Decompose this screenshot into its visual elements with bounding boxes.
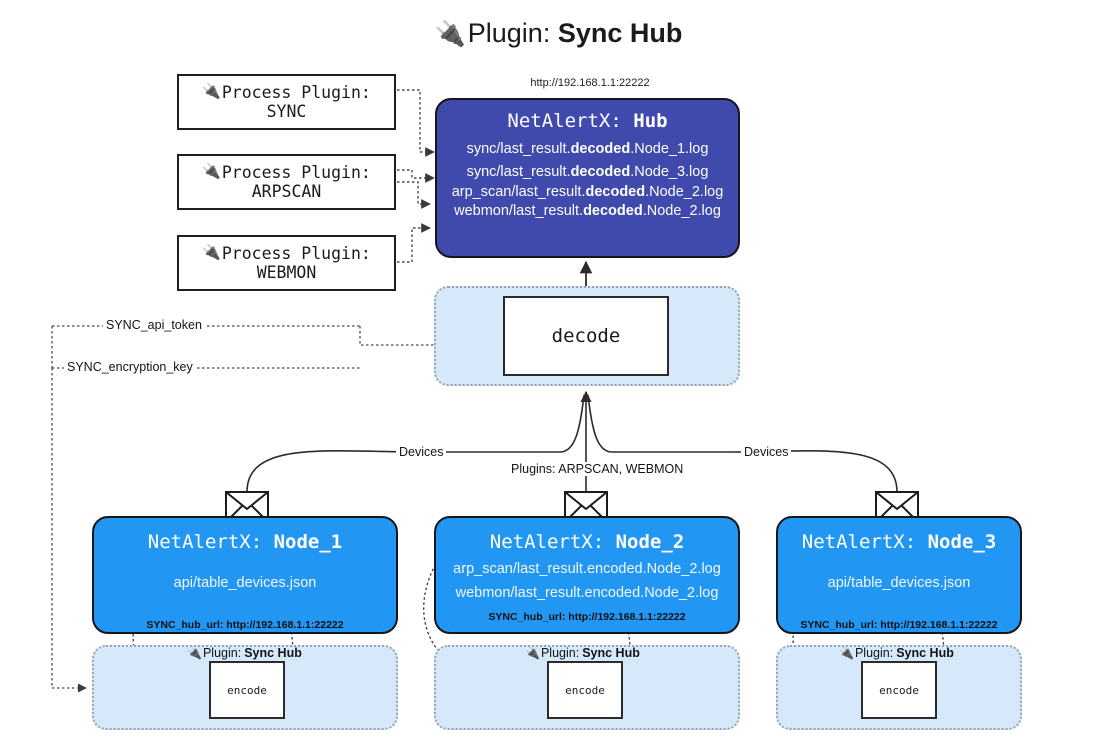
node-box-node-2[interactable]: NetAlertX: Node_2 arp_scan/last_result.e… (434, 516, 740, 634)
node-box-node-3[interactable]: NetAlertX: Node_3 api/table_devices.json… (776, 516, 1022, 634)
secret-label-api-token: SYNC_api_token (103, 318, 205, 332)
plugin-label-node-2: 🔌Plugin: Sync Hub (525, 646, 640, 660)
hub-log-pre: arp_scan/last_result. (451, 184, 586, 200)
plugin-label-name: Sync Hub (896, 646, 954, 660)
plug-icon: 🔌 (434, 20, 466, 48)
process-plugin-webmon[interactable]: 🔌Process Plugin: WEBMON (177, 235, 396, 291)
plug-icon: 🔌 (202, 82, 221, 101)
encode-box-node-2[interactable]: encode (547, 661, 623, 719)
hub-log-bold: decoded (570, 141, 631, 157)
node-title-name: Node_1 (273, 531, 343, 553)
node-artifact-line: api/table_devices.json (827, 575, 971, 591)
hub-log-post: .Node_1.log (630, 141, 709, 157)
edge-label-plugins: Plugins: ARPSCAN, WEBMON (508, 462, 687, 476)
node-title: NetAlertX: Node_3 (802, 531, 996, 553)
page-title: 🔌Plugin: Sync Hub (0, 18, 1117, 49)
page-title-name: Sync Hub (557, 18, 683, 48)
node-title-name: Node_3 (927, 531, 997, 553)
hub-log-bold: decoded (570, 163, 631, 180)
node-artifact-line: api/table_devices.json (173, 575, 317, 591)
node-artifact-line: webmon/last_result.encoded.Node_2.log (455, 585, 719, 601)
process-plugin-arpscan[interactable]: 🔌Process Plugin: ARPSCAN (177, 154, 396, 210)
process-plugin-header: 🔌Process Plugin: (202, 244, 371, 263)
hub-url-label: http://192.168.1.1:22222 (530, 77, 650, 89)
node-box-node-1[interactable]: NetAlertX: Node_1 api/table_devices.json… (92, 516, 398, 634)
edge-label-devices-right: Devices (741, 445, 792, 459)
hub-title-prefix: NetAlertX: (507, 110, 622, 132)
hub-log-post: .Node_3.log (630, 163, 709, 180)
process-plugin-name: WEBMON (256, 263, 317, 282)
hub-log-post: .Node_2.log (645, 184, 724, 200)
process-plugin-label: Process Plugin: (221, 243, 371, 263)
hub-log-line-2: sync/last_result.decoded.Node_3.log (466, 163, 709, 180)
node-hub-url: SYNC_hub_url: http://192.168.1.1:22222 (146, 619, 344, 631)
secret-label-encryption-key: SYNC_encryption_key (64, 360, 196, 374)
plugin-label-name: Sync Hub (244, 646, 302, 660)
decode-box[interactable]: decode (503, 296, 669, 376)
page-title-prefix: Plugin: (467, 18, 551, 48)
process-plugin-sync[interactable]: 🔌Process Plugin: SYNC (177, 74, 396, 130)
edge-label-devices-left: Devices (396, 445, 447, 459)
hub-node[interactable]: NetAlertX: Hub sync/last_result.decoded.… (435, 98, 740, 258)
plug-icon: 🔌 (187, 646, 202, 660)
hub-log-post: .Node_2.log (642, 202, 721, 219)
hub-log-bold: decoded (583, 202, 643, 219)
encode-box-node-1[interactable]: encode (209, 661, 285, 719)
plugin-label-prefix: Plugin: (540, 646, 580, 660)
node-title-prefix: NetAlertX: (147, 531, 263, 553)
node-title-prefix: NetAlertX: (801, 531, 917, 553)
plug-icon: 🔌 (525, 646, 540, 660)
process-plugin-label: Process Plugin: (221, 162, 371, 182)
plugin-label-prefix: Plugin: (202, 646, 242, 660)
hub-log-line-4: webmon/last_result.decoded.Node_2.log (454, 202, 721, 219)
hub-log-line-1: sync/last_result.decoded.Node_1.log (467, 142, 709, 157)
process-plugin-label: Process Plugin: (221, 82, 371, 102)
plugin-label-name: Sync Hub (582, 646, 640, 660)
process-plugin-name: ARPSCAN (251, 182, 322, 201)
plug-icon: 🔌 (839, 646, 854, 660)
process-plugin-header: 🔌Process Plugin: (202, 83, 371, 102)
node-hub-url: SYNC_hub_url: http://192.168.1.1:22222 (800, 619, 998, 631)
hub-log-pre: webmon/last_result. (454, 202, 584, 219)
plugin-label-node-1: 🔌Plugin: Sync Hub (187, 646, 302, 660)
hub-log-bold: decoded (585, 184, 646, 200)
hub-log-pre: sync/last_result. (466, 163, 571, 180)
hub-title: NetAlertX: Hub (507, 110, 667, 132)
node-hub-url: SYNC_hub_url: http://192.168.1.1:22222 (488, 611, 686, 623)
node-artifact-line: arp_scan/last_result.encoded.Node_2.log (453, 561, 721, 577)
hub-title-name: Hub (633, 110, 668, 132)
node-title-prefix: NetAlertX: (489, 531, 605, 553)
node-title-name: Node_2 (615, 531, 685, 553)
node-title: NetAlertX: Node_2 (490, 531, 684, 553)
plug-icon: 🔌 (202, 162, 221, 181)
plugin-label-node-3: 🔌Plugin: Sync Hub (839, 646, 954, 660)
hub-log-line-3: arp_scan/last_result.decoded.Node_2.log (452, 185, 724, 200)
process-plugin-name: SYNC (266, 102, 307, 121)
plugin-label-prefix: Plugin: (854, 646, 894, 660)
encode-box-node-3[interactable]: encode (861, 661, 937, 719)
plug-icon: 🔌 (202, 243, 221, 262)
hub-log-pre: sync/last_result. (466, 141, 571, 157)
node-title: NetAlertX: Node_1 (148, 531, 342, 553)
process-plugin-header: 🔌Process Plugin: (202, 163, 371, 182)
